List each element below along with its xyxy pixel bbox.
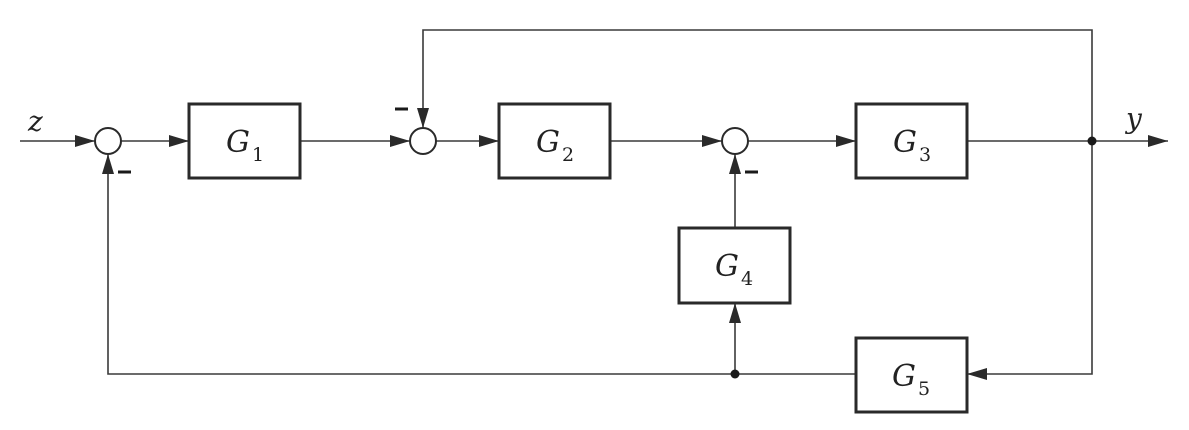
arrow-into-s3 [702, 135, 722, 147]
block-g5-box [854, 336, 969, 414]
input-signal-label: z [27, 105, 43, 138]
arrow-into-g5 [967, 368, 987, 380]
summing-junction-1 [94, 127, 122, 155]
output-signal-label: y [1124, 102, 1143, 135]
block-g3-box [854, 102, 969, 180]
arrowheads [75, 108, 1168, 380]
arrow-up-into-s3 [729, 154, 741, 174]
summing-junction-2 [409, 127, 437, 155]
arrow-into-g1 [169, 135, 189, 147]
block-g4-box [677, 226, 792, 305]
signal-wires [20, 29, 1168, 375]
block-g2-box [497, 102, 612, 180]
arrow-into-s1 [75, 135, 95, 147]
arrow-up-into-s1 [102, 154, 114, 174]
block-g1-box [187, 102, 302, 180]
wire-output-to-g5 [967, 141, 1093, 375]
arrow-into-g2 [479, 135, 499, 147]
wire-g5-to-s1 [107, 154, 856, 375]
arrow-into-s2 [390, 135, 410, 147]
output-branch-node [1087, 136, 1097, 146]
arrow-into-g3 [836, 135, 856, 147]
wire-top-feedback [422, 29, 1093, 141]
arrow-output-y [1148, 135, 1168, 147]
arrow-up-into-g4 [729, 303, 741, 323]
g5-branch-node [730, 369, 740, 379]
arrow-top-into-s2 [417, 108, 429, 128]
summing-junction-3 [721, 127, 749, 155]
